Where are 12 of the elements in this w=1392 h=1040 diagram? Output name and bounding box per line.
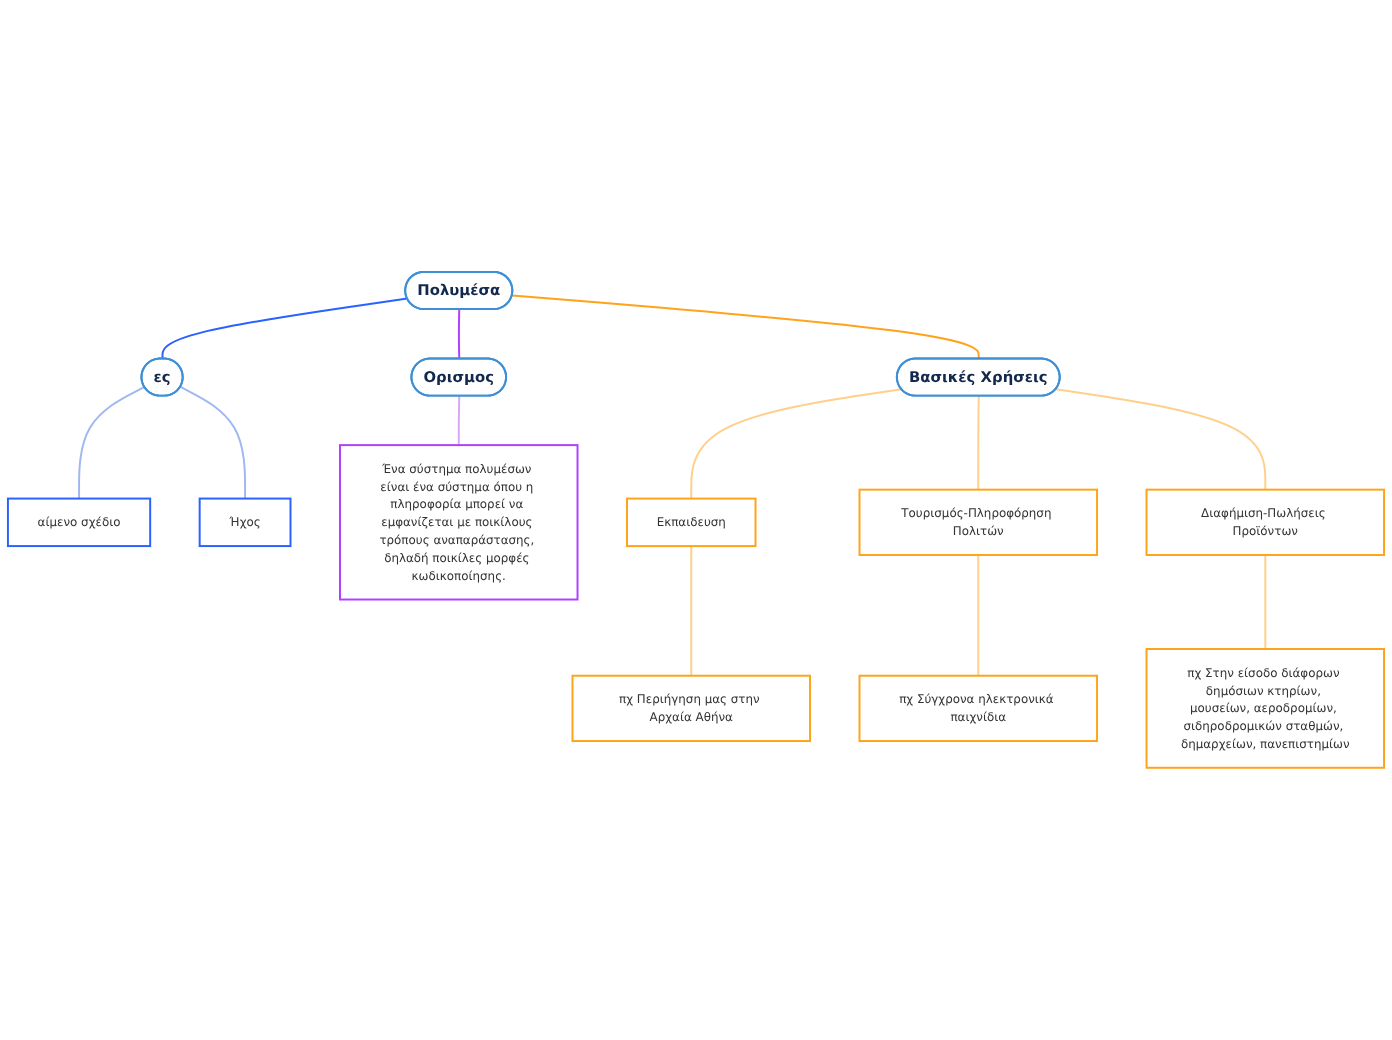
connector [457,308,461,361]
connector [179,386,247,500]
connector [977,554,980,677]
connector [1055,388,1267,491]
connector [511,294,980,361]
connector [78,386,146,500]
connector [1264,554,1267,651]
connector [161,297,409,361]
connector [457,395,461,447]
connector [690,388,903,500]
connector [977,395,980,491]
connector [690,545,693,677]
